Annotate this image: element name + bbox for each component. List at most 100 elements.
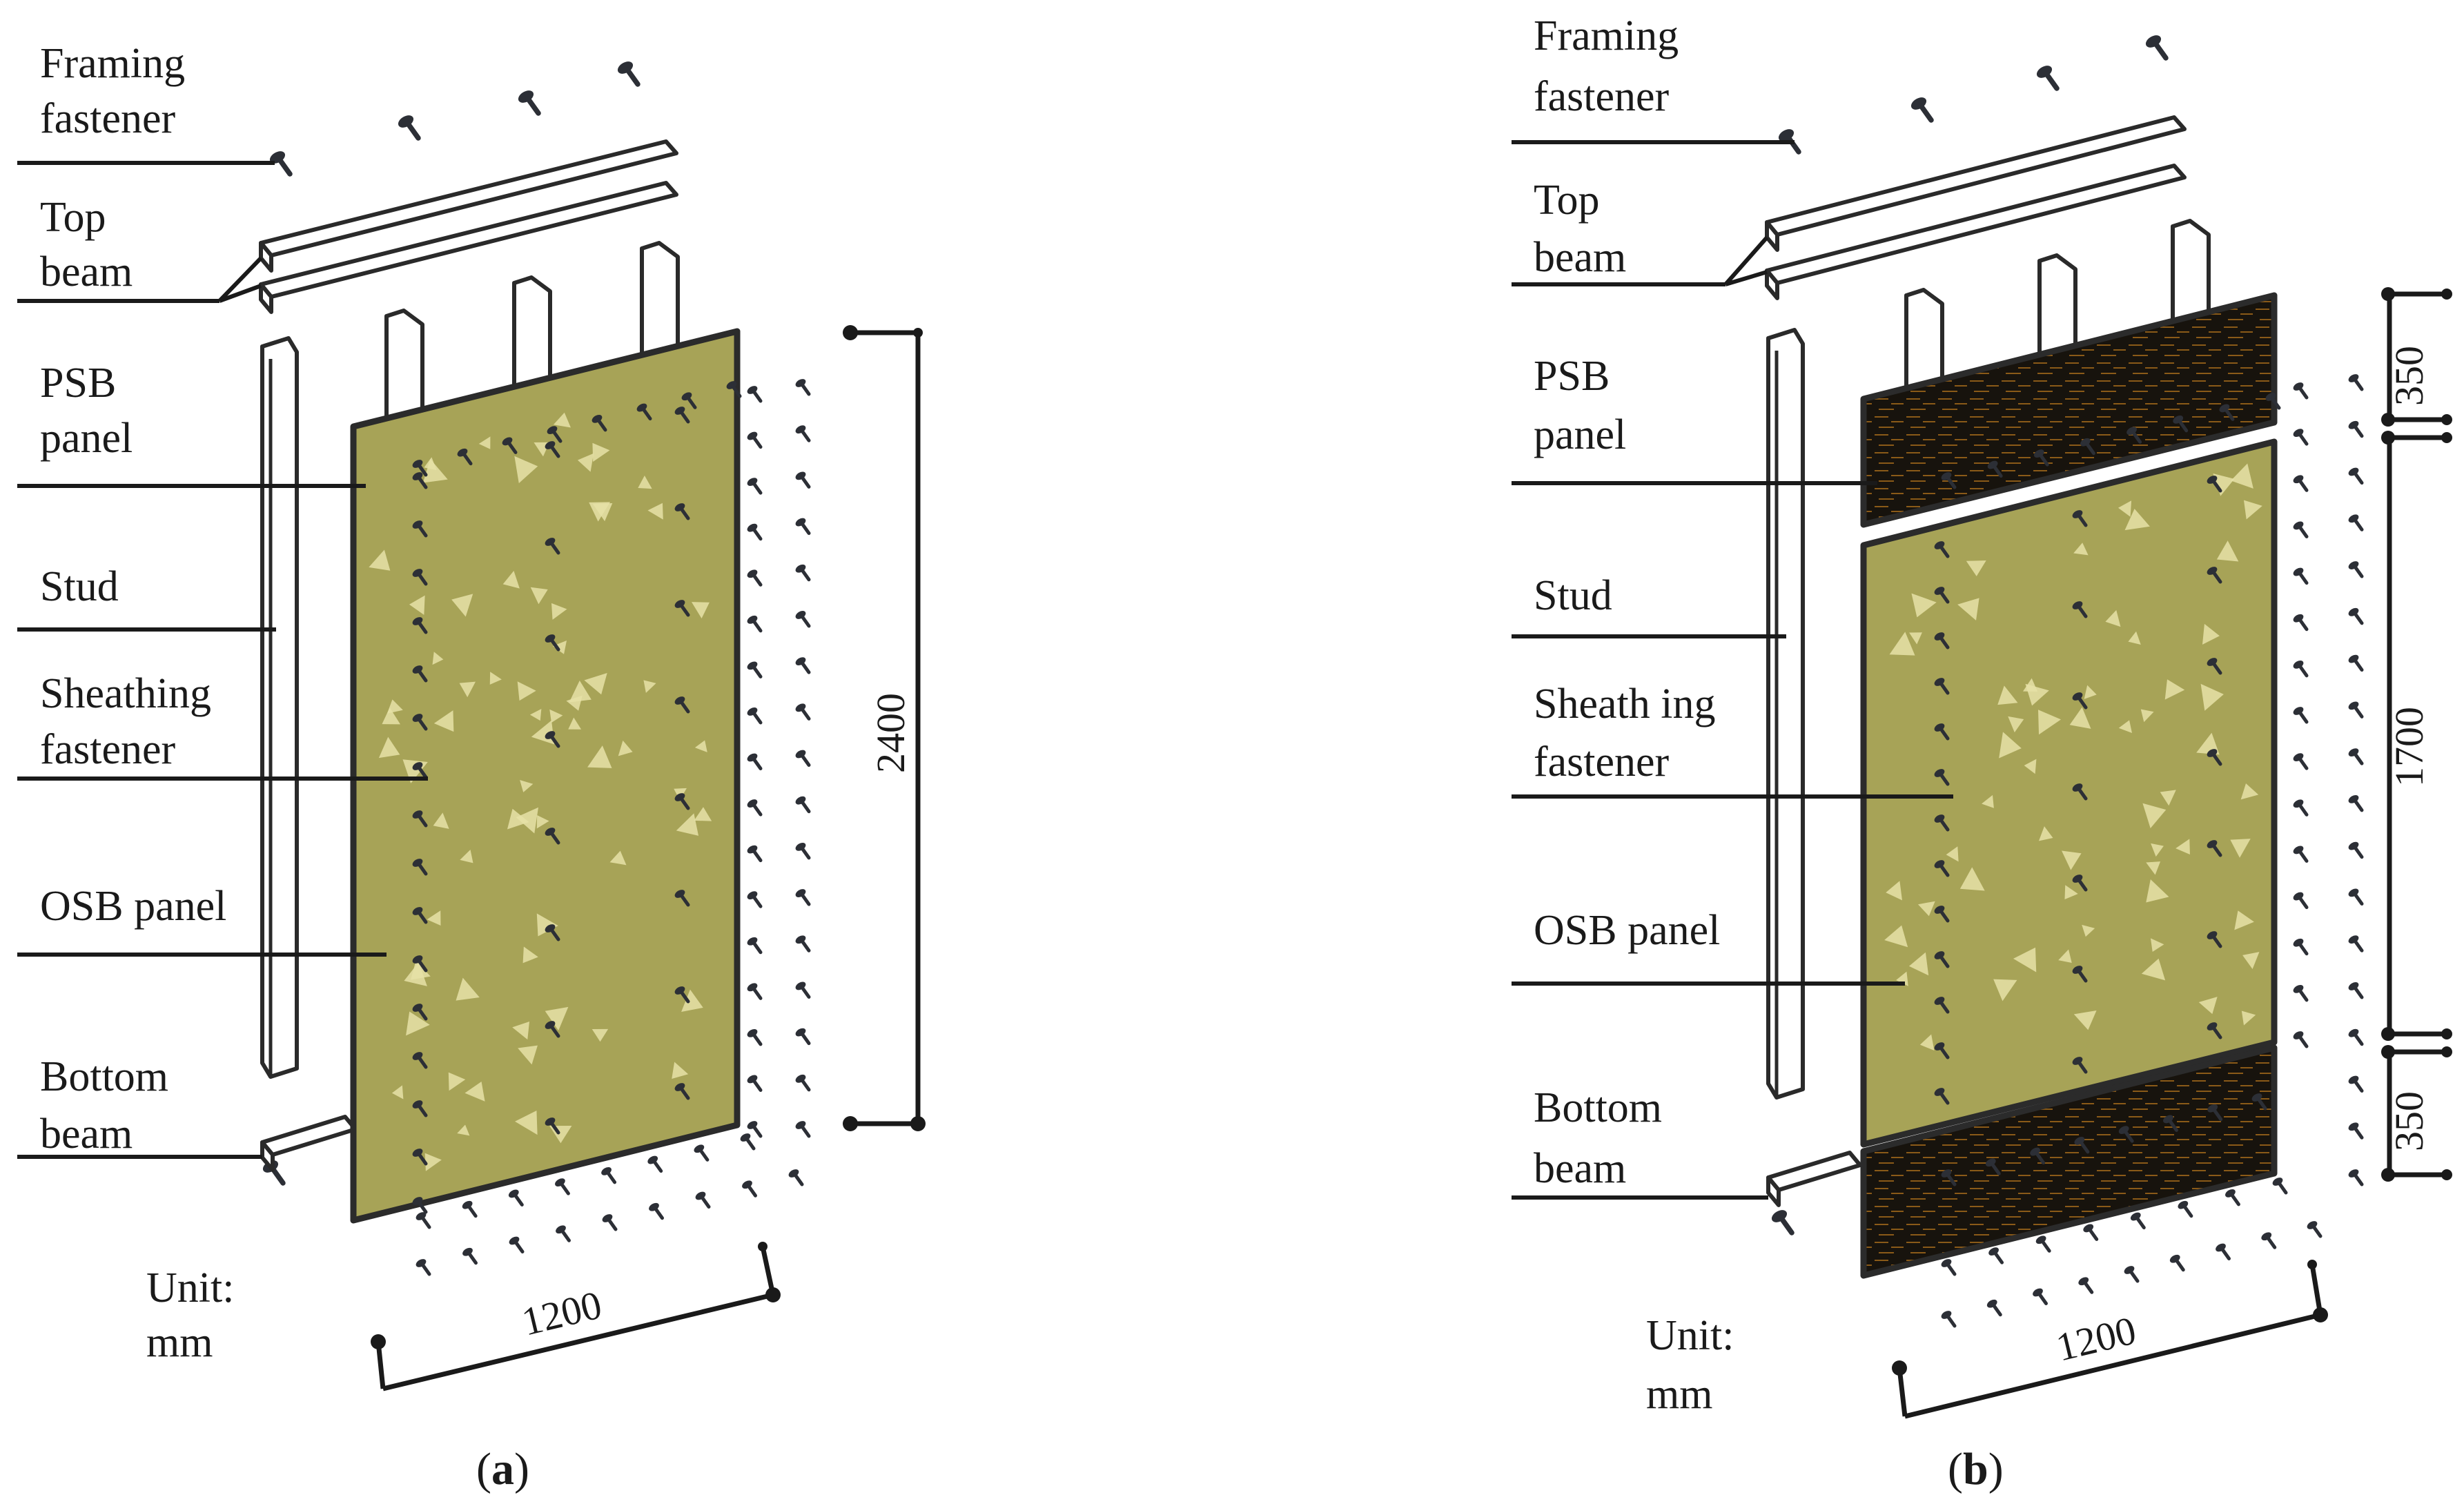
osb-flake [515, 1111, 538, 1135]
unit-label-b: Unit: [1646, 1312, 1734, 1359]
sheathing-fastener-label-a: Sheathing [40, 670, 211, 717]
screw-icon [2072, 1057, 2088, 1074]
osb-flake [2242, 952, 2260, 970]
top-beam-label-a-2: beam [40, 248, 133, 295]
screw-icon [2293, 660, 2309, 678]
screw-icon [795, 750, 811, 767]
osb-flake [1889, 632, 1915, 656]
sheathing-fastener-label-b: Sheath ing [1534, 681, 1715, 727]
osb-flake [382, 707, 401, 725]
screw-icon [674, 503, 690, 520]
osb-flake [1884, 925, 1908, 948]
screw-icon [1941, 472, 1957, 489]
screw-icon [2207, 658, 2222, 675]
osb-flake [536, 913, 558, 937]
unit-label-a: Unit: [146, 1264, 234, 1311]
dimension-bottom-psb-label-b: 350 [2387, 1091, 2432, 1151]
screw-icon [1941, 1169, 1957, 1186]
top-beam-label-b: Top [1534, 177, 1600, 224]
screw-icon [547, 426, 563, 443]
osb-flake [589, 502, 611, 522]
screw-icon [412, 1149, 428, 1166]
dimension-height-a: 2400 [843, 325, 926, 1131]
screw-icon [742, 1180, 757, 1198]
screw-icon [2072, 601, 2088, 618]
screw-icon [545, 731, 560, 748]
screw-icon [2072, 875, 2088, 892]
screw-icon [2118, 1126, 2134, 1143]
osb-flake [2013, 947, 2037, 973]
screw-icon [2293, 753, 2309, 770]
screw-icon [1934, 906, 1950, 923]
osb-flake [691, 602, 710, 619]
screw-icon [694, 1144, 710, 1162]
osb-flake [433, 710, 454, 732]
screw-icon [2293, 892, 2309, 910]
osb-flake [406, 1011, 430, 1036]
osb-flake [514, 456, 538, 484]
sheathing-fastener-group-b [1934, 374, 2364, 1328]
screw-icon [2272, 1178, 2288, 1195]
screw-icon [2207, 840, 2222, 857]
osb-flake [2150, 938, 2164, 952]
unit-label-a-2: mm [146, 1319, 213, 1366]
screw-icon [795, 1074, 811, 1092]
dimension-width-label-a: 1200 [518, 1282, 606, 1344]
screw-icon [2348, 654, 2364, 672]
screw-icon [674, 986, 690, 1004]
screw-icon [545, 828, 560, 845]
osb-flake [529, 709, 542, 721]
osb-flake [609, 850, 627, 866]
dimension-top-psb-label-b: 350 [2387, 346, 2432, 406]
osb-panel-b [1860, 438, 2278, 1148]
screw-icon [412, 859, 428, 876]
osb-flake [549, 709, 563, 723]
osb-flake [2234, 910, 2254, 930]
screw-icon [545, 538, 560, 555]
screw-icon [2348, 467, 2364, 485]
screw-icon [674, 793, 690, 810]
osb-flake [681, 989, 703, 1013]
screw-icon [462, 1200, 478, 1218]
screw-icon [518, 90, 541, 116]
screw-icon [412, 907, 428, 924]
screw-icon [1987, 460, 2003, 478]
psb-panel-label-b: PSB [1534, 353, 1610, 400]
screw-icon [1934, 541, 1950, 558]
screw-icon [1934, 587, 1950, 604]
osb-flake [2038, 710, 2062, 735]
stud-label-b: Stud [1534, 572, 1612, 619]
screw-icon [795, 935, 811, 953]
osb-flake [460, 850, 473, 863]
dimension-width-a: 1200 [371, 1242, 781, 1391]
osb-flake [1908, 952, 1929, 976]
screw-icon [788, 1169, 804, 1186]
screw-icon [2293, 614, 2309, 632]
osb-flake [2118, 720, 2133, 733]
screw-icon [555, 1178, 570, 1195]
screw-icon [795, 611, 811, 628]
osb-flake [694, 807, 712, 821]
screw-icon [747, 891, 763, 908]
screw-icon [2207, 749, 2222, 766]
osb-flake [2140, 709, 2154, 723]
screw-icon [412, 1052, 428, 1069]
screw-icon [2348, 374, 2364, 391]
screw-icon [1934, 951, 1950, 968]
osb-panel-label-a: OSB panel [40, 883, 226, 930]
bottom-beam-b [1766, 1151, 1862, 1207]
screw-icon [2074, 1136, 2090, 1154]
screw-icon [2216, 1243, 2231, 1260]
screw-icon [2035, 1236, 2051, 1253]
screw-icon [2293, 984, 2309, 1002]
dimension-height-label-a: 2400 [868, 693, 913, 773]
osb-flake [2146, 879, 2169, 903]
sheathing-fastener-label-b-2: fastener [1534, 739, 1670, 785]
osb-flake [643, 680, 656, 693]
screw-icon [508, 1189, 524, 1207]
screw-icon [269, 151, 293, 177]
screw-icon [2293, 521, 2309, 538]
screw-icon [795, 796, 811, 814]
osb-flake [2058, 949, 2072, 963]
screw-icon [747, 845, 763, 863]
